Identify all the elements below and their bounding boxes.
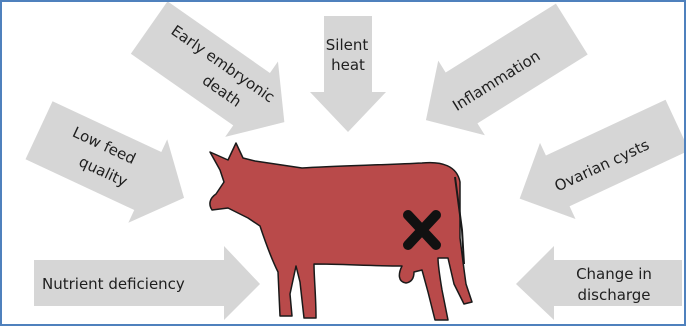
label-change-in-discharge-line1: Change in	[576, 265, 652, 283]
label-change-in-discharge-line2: discharge	[577, 286, 650, 304]
arrow-silent-heat	[310, 16, 386, 132]
arrow-low-feed-quality	[20, 89, 204, 240]
label-nutrient-deficiency: Nutrient deficiency	[42, 275, 185, 293]
label-silent-heat-line1: Silent	[326, 36, 369, 54]
label-silent-heat-line2: heat	[331, 56, 365, 74]
arrow-change-in-discharge	[516, 246, 682, 320]
